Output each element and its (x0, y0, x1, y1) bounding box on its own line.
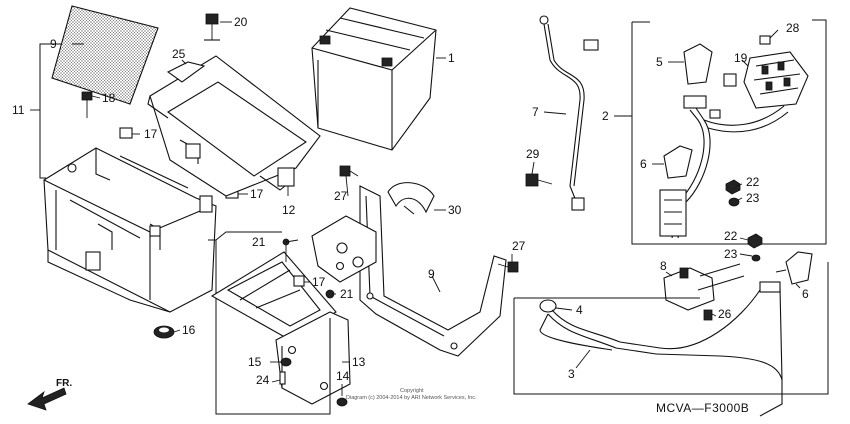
callout-13: 13 (352, 355, 366, 369)
callout-8: 8 (660, 259, 667, 273)
bolt-29-part (525, 173, 553, 187)
callouts: 9 11 18 17 17 16 20 25 1 12 21 17 21 13 … (12, 15, 809, 387)
starter-relay-part (663, 263, 745, 321)
callout-6-a: 6 (640, 157, 647, 171)
callout-21-a: 21 (252, 235, 266, 249)
bolt-20-part (204, 13, 220, 41)
callout-30: 30 (448, 203, 462, 217)
battery-box-group (39, 5, 239, 339)
bolt-27-a-part (339, 165, 359, 177)
callout-12: 12 (282, 203, 296, 217)
copyright-line-2: Diagram (c) 2004-2014 by ARI Network Ser… (346, 395, 477, 401)
front-direction-indicator: FR. (27, 378, 72, 411)
callout-28: 28 (786, 21, 800, 35)
band-30-part (387, 182, 435, 215)
diagram-code: MCVA—F3000B (656, 401, 749, 415)
callout-18: 18 (102, 91, 116, 105)
front-label: FR. (56, 378, 72, 389)
callout-23-b: 23 (724, 247, 738, 261)
callout-3: 3 (568, 367, 575, 381)
callout-23-a: 23 (746, 191, 760, 205)
ground-cable-7-part (539, 15, 599, 211)
callout-22-b: 22 (724, 229, 738, 243)
callout-17-c: 17 (312, 275, 326, 289)
callout-6-b: 6 (802, 287, 809, 301)
strap-25-part (166, 61, 206, 83)
battery-pad-part (51, 5, 159, 105)
grommet-16-part (153, 325, 175, 339)
clip-17-a-part (119, 127, 133, 139)
callout-17-a: 17 (144, 127, 158, 141)
callout-29: 29 (526, 147, 540, 161)
wiring-group (631, 19, 827, 245)
bolt-18-part (81, 91, 93, 118)
callout-16: 16 (182, 323, 196, 337)
callout-27-a: 27 (334, 189, 348, 203)
callout-15: 15 (248, 355, 262, 369)
battery-case-part (43, 147, 217, 313)
callout-17-b: 17 (250, 187, 264, 201)
callout-25: 25 (172, 47, 186, 61)
callout-22-a: 22 (746, 175, 760, 189)
battery-part (311, 7, 437, 151)
callout-20: 20 (234, 15, 248, 29)
starter-cable-group (513, 251, 829, 417)
leader-lines (30, 21, 801, 396)
callout-26: 26 (718, 307, 732, 321)
callout-19: 19 (734, 51, 748, 65)
copyright-line-1: Copyright (400, 388, 424, 394)
callout-5: 5 (656, 55, 663, 69)
callout-21-b: 21 (340, 287, 354, 301)
battery-holder-group (208, 231, 351, 415)
callout-14: 14 (336, 369, 350, 383)
battery-tray-part (147, 55, 321, 197)
callout-7: 7 (532, 105, 539, 119)
callout-11: 11 (12, 103, 25, 117)
callout-4: 4 (576, 303, 583, 317)
callout-1: 1 (448, 51, 455, 65)
callout-24: 24 (256, 373, 270, 387)
callout-9: 9 (428, 267, 435, 281)
callout-27-b: 27 (512, 239, 526, 253)
front-arrow-icon (27, 387, 67, 411)
battery-bracket-part (311, 185, 507, 357)
callout-10: 9 (50, 37, 57, 51)
callout-2: 2 (602, 109, 609, 123)
nut-22-lower-part (747, 233, 763, 262)
bolt-27-b-part (497, 261, 519, 273)
